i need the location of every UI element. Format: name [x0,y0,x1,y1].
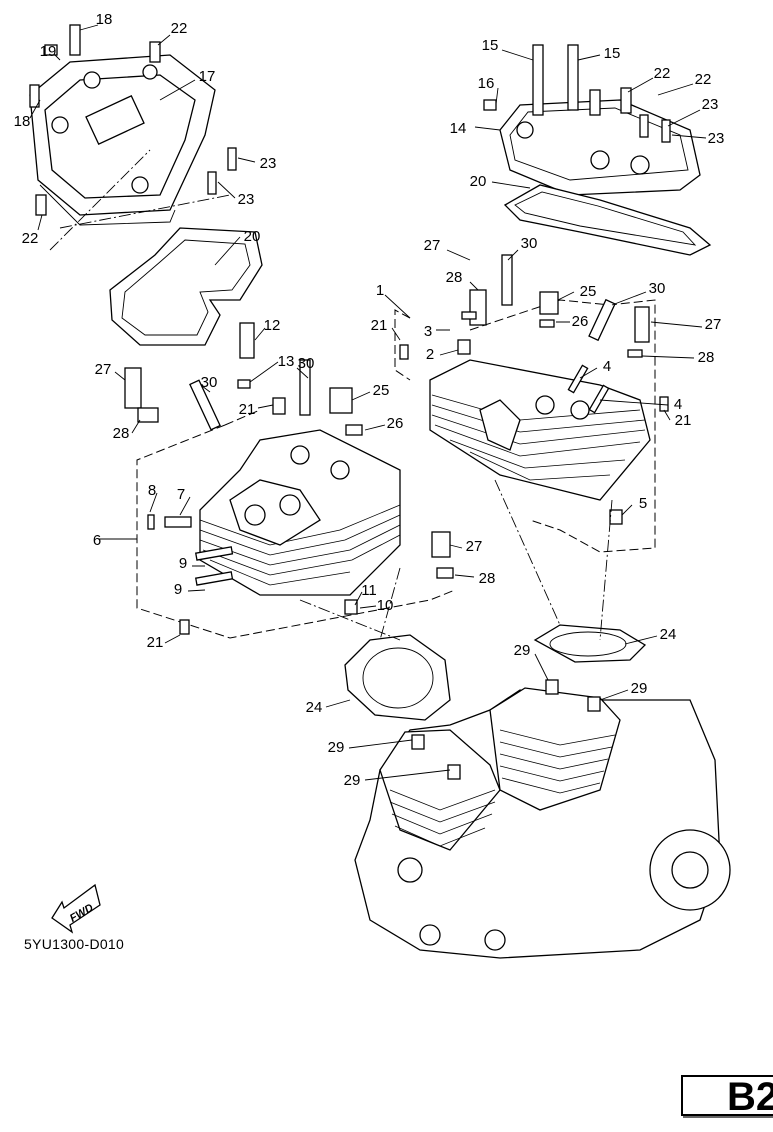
callout: 20 [470,173,487,190]
callout: 27 [424,237,441,254]
callout: 27 [466,538,483,555]
callout: 26 [572,313,589,330]
callout: 8 [148,482,156,499]
callout: 13 [278,353,295,370]
callout: 29 [631,680,648,697]
callout: 19 [40,43,57,60]
callout: 25 [373,382,390,399]
callout: 24 [660,626,677,643]
gasket-left [109,227,263,346]
callout: 4 [603,358,611,375]
callout: 30 [201,374,218,391]
cylinder-head-cover-left [29,24,237,226]
cylinder-head-rear [124,322,454,635]
callout: 29 [328,739,345,756]
callout: 24 [306,699,323,716]
callout: 16 [478,75,495,92]
callout: 10 [377,597,394,614]
callout: 22 [22,230,39,247]
callout: 3 [424,323,432,340]
callout: 2 [426,346,434,363]
callout: 1 [376,282,384,299]
callout: 22 [654,65,671,82]
callout: 21 [371,317,388,334]
drawing-code: 5YU1300-D010 [24,936,125,952]
callout: 6 [93,532,101,549]
callout: 12 [264,317,281,334]
callout: 27 [95,361,112,378]
callout: 25 [580,283,597,300]
callout: 23 [238,191,255,208]
callout: 22 [695,71,712,88]
callout: 4 [674,396,682,413]
callout: 7 [177,486,185,503]
callout: 15 [604,45,621,62]
page-code: B2 [727,1075,773,1119]
fwd-arrow-icon: FWD [51,883,101,934]
callout: 14 [450,120,467,137]
cylinder-head-cover-right [483,44,701,196]
callout: 9 [174,581,182,598]
callout: 28 [446,269,463,286]
page-code-box: B2 [681,1075,773,1119]
assembly-boundary-front [394,299,656,553]
callout: 20 [244,228,261,245]
callout: 29 [514,642,531,659]
callout: 28 [698,349,715,366]
callout: 23 [702,96,719,113]
callout: 22 [171,20,188,37]
callout: 18 [14,113,31,130]
callout-labels: 18 22 19 17 18 23 23 22 20 15 15 16 22 2… [14,11,725,789]
callout: 5 [639,495,647,512]
engine-block [354,679,731,959]
callout: 30 [649,280,666,297]
callout: 28 [113,425,130,442]
callout: 28 [479,570,496,587]
cylinder-head-front [399,254,669,525]
callout: 11 [361,582,377,599]
callout: 27 [705,316,722,333]
callout: 29 [344,772,361,789]
callout: 30 [298,355,315,372]
callout: 21 [675,412,692,429]
callout: 21 [147,634,164,651]
callout: 21 [239,401,256,418]
callout: 26 [387,415,404,432]
callout: 30 [521,235,538,252]
callout: 15 [482,37,499,54]
callout: 17 [199,68,216,85]
callout: 18 [96,11,113,28]
callout: 23 [260,155,277,172]
callout: 23 [708,130,725,147]
callout: 9 [179,555,187,572]
gasket-right [503,184,712,256]
